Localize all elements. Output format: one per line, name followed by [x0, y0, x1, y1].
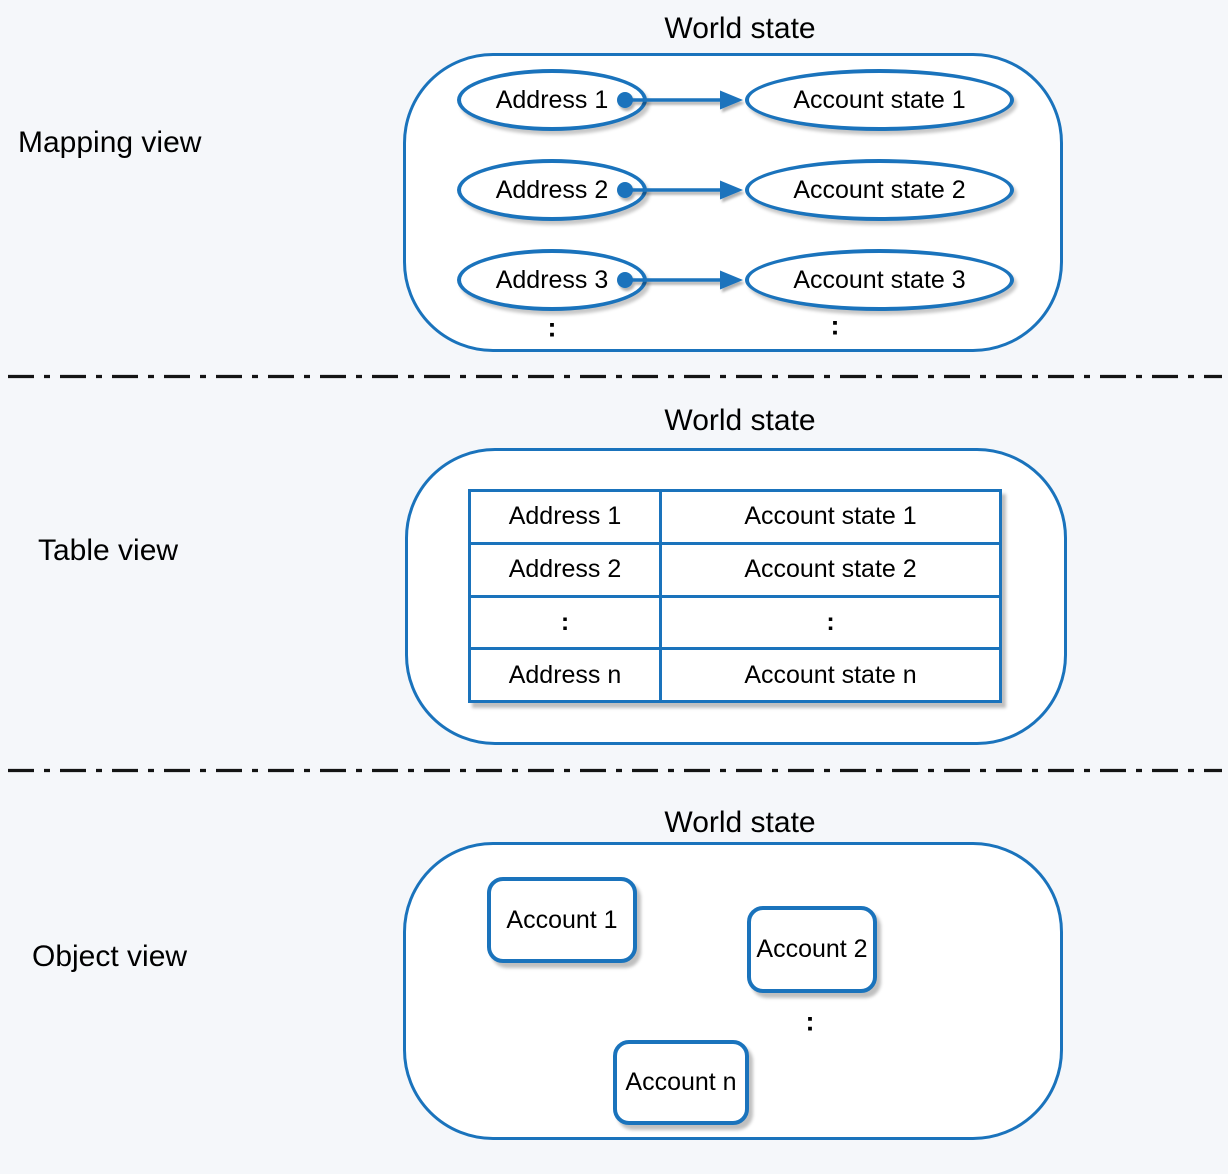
address-ellipse-2: Address 2: [457, 159, 647, 221]
section-label-mapping-view: Mapping view: [18, 126, 202, 159]
account-state-ellipse-2-label: Account state 2: [793, 175, 966, 204]
table-row: Address 1 Account state 1: [468, 489, 1002, 545]
address-column-ellipsis: :: [547, 312, 557, 343]
table-row: Address 2 Account state 2: [468, 541, 1002, 598]
table-cell-account-2: Account state 2: [659, 541, 1002, 598]
address-ellipse-2-label: Address 2: [495, 175, 609, 204]
table-row: : :: [468, 594, 1002, 651]
address-ellipse-1: Address 1: [457, 69, 647, 131]
section-label-table-view: Table view: [38, 534, 179, 567]
section-label-object-view: Object view: [32, 940, 188, 973]
world-state-title-mapping: World state: [664, 12, 816, 45]
account-box-1-label: Account 1: [506, 905, 618, 934]
table-cell-address-1: Address 1: [468, 489, 662, 545]
world-state-table: Address 1 Account state 1 Address 2 Acco…: [468, 489, 1002, 703]
table-cell-address-2: Address 2: [468, 541, 662, 598]
world-state-title-table: World state: [664, 404, 816, 437]
account-state-ellipse-3-label: Account state 3: [793, 265, 966, 294]
account-state-ellipse-3: Account state 3: [745, 249, 1014, 311]
address-ellipse-3: Address 3: [457, 249, 647, 311]
account-column-ellipsis: :: [830, 310, 840, 341]
account-state-ellipse-1-label: Account state 1: [793, 85, 966, 114]
address-ellipse-1-label: Address 1: [495, 85, 609, 114]
table-row: Address n Account state n: [468, 647, 1002, 703]
account-box-n-label: Account n: [625, 1068, 737, 1096]
account-box-2-label: Account 2: [756, 935, 868, 963]
address-ellipse-3-label: Address 3: [495, 265, 609, 294]
account-box-2: Account 2: [747, 906, 877, 993]
table-cell-account-n: Account state n: [659, 647, 1002, 703]
account-box-n: Account n: [613, 1040, 749, 1125]
object-view-ellipsis: :: [805, 1006, 815, 1037]
account-state-ellipse-1: Account state 1: [745, 69, 1014, 131]
table-cell-account-ellipsis: :: [659, 594, 1002, 651]
account-state-ellipse-2: Account state 2: [745, 159, 1014, 221]
world-state-title-object: World state: [664, 806, 816, 839]
account-box-1: Account 1: [487, 877, 637, 963]
table-cell-account-1: Account state 1: [659, 489, 1002, 545]
table-cell-address-ellipsis: :: [468, 594, 662, 651]
table-cell-address-n: Address n: [468, 647, 662, 703]
